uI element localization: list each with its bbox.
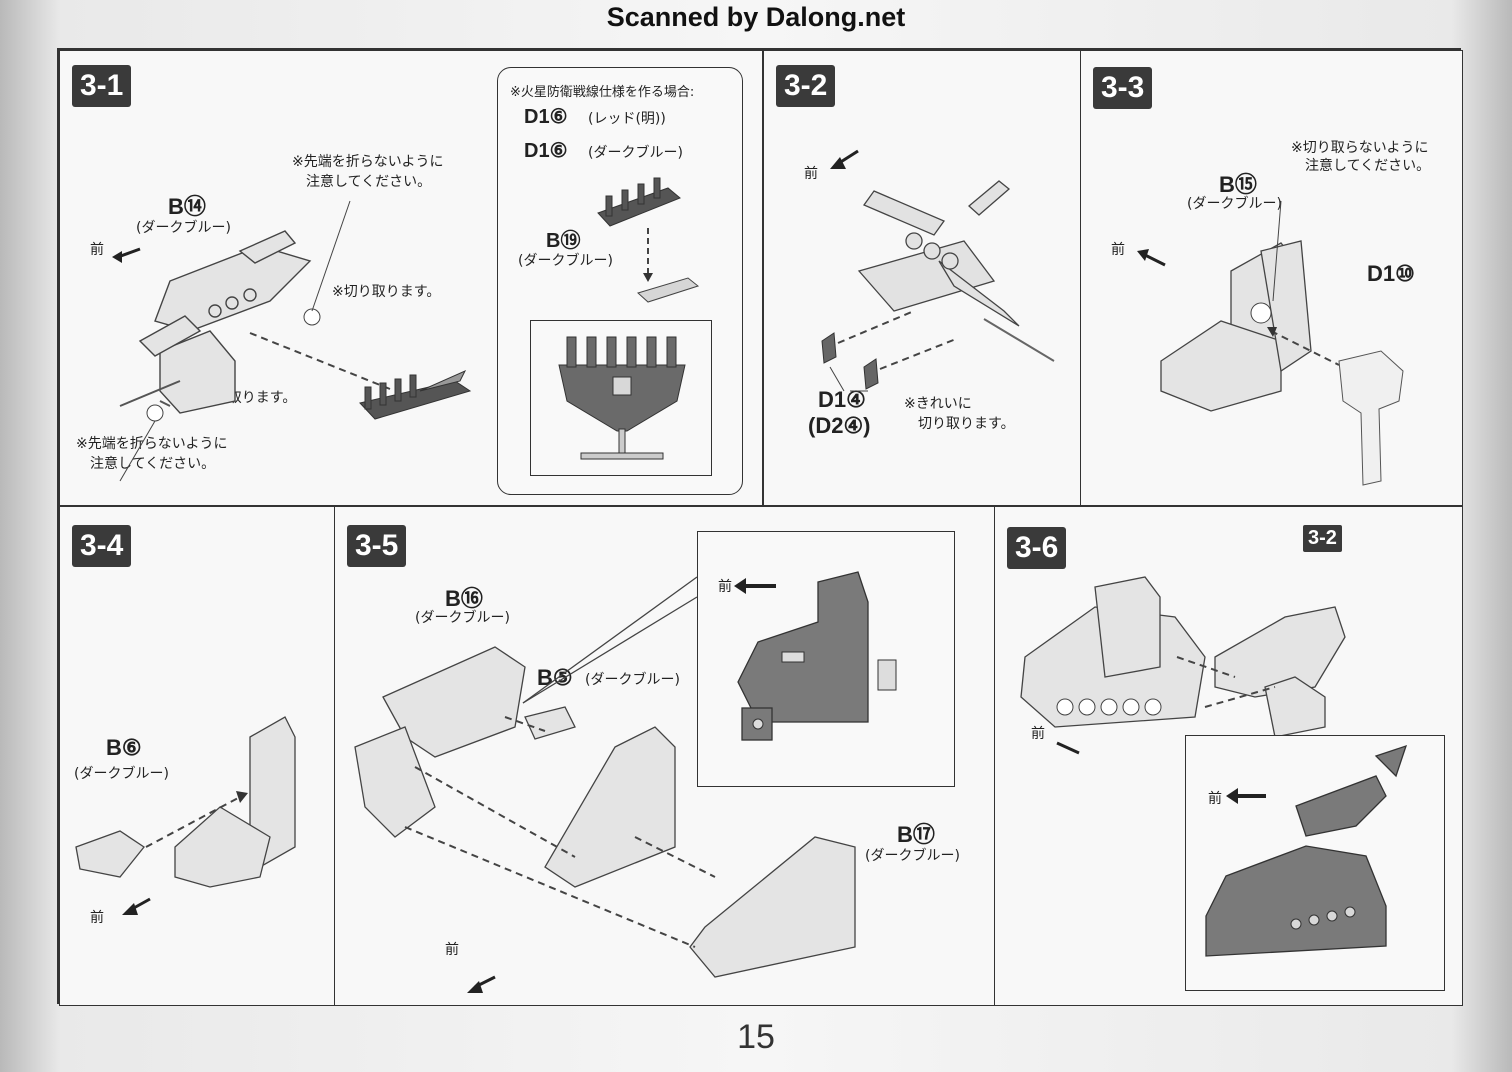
panel-step-3-6: 3-6 3-2 前 前 <box>994 506 1463 1006</box>
step-3-3-illustration <box>1137 200 1404 486</box>
front-label-inset: 前 <box>1208 791 1222 807</box>
note-tip-bottom-1: ※先端を折らないように <box>76 436 228 452</box>
note-tip-top-2: 注意してください。 <box>306 174 432 190</box>
instruction-sheet: 3-1 B⑭ (ダークブルー) 前 ※先端を折らないように 注意してください。 … <box>57 48 1463 1006</box>
panel-step-3-4: 3-4 B⑥ (ダークブルー) 前 <box>59 506 335 1006</box>
panel-step-3-3: 3-3 ※切り取らないように 注意してください。 B⑮ (ダークブルー) 前 D… <box>1080 50 1463 506</box>
front-label: 前 <box>90 242 104 258</box>
front-label: 前 <box>90 910 104 926</box>
color-label: (ダークブルー) <box>1187 196 1282 212</box>
part-label-b15: B⑮ <box>1219 172 1257 197</box>
front-label: 前 <box>804 166 818 182</box>
callout-illustration <box>597 177 700 303</box>
color-label: (ダークブルー) <box>136 220 231 236</box>
color-label-b19: (ダークブルー) <box>518 253 613 269</box>
step-3-5-detail-inset: 前 <box>697 531 955 787</box>
front-label-inset: 前 <box>718 579 732 595</box>
part-label-b17: B⑰ <box>897 822 935 847</box>
front-label: 前 <box>1031 726 1045 742</box>
step-label: 3-1 <box>72 65 132 107</box>
step-3-2-illustration <box>821 149 1055 392</box>
note-no-cut-1: ※切り取らないように <box>1291 140 1429 156</box>
color-label-red: (レッド(明)) <box>588 111 666 127</box>
color-label: (ダークブルー) <box>74 766 169 782</box>
part-label-b14: B⑭ <box>168 194 206 219</box>
part-label-d16-blue: D1⑥ <box>524 140 568 162</box>
callout-title: ※火星防衛戦線仕様を作る場合: <box>510 85 695 100</box>
callout-detail-inset <box>530 320 712 476</box>
detail-assembly-illustration <box>734 571 897 741</box>
note-no-cut-2: 注意してください。 <box>1305 158 1431 174</box>
step-label: 3-5 <box>347 525 407 567</box>
note-clean-cut-2: 切り取ります。 <box>918 416 1015 432</box>
part-label-b5: B⑤ <box>537 665 573 690</box>
callout-mars-defense-variant: ※火星防衛戦線仕様を作る場合: D1⑥ (レッド(明)) D1⑥ (ダークブルー… <box>497 67 743 495</box>
step-3-1-illustration <box>112 200 472 482</box>
front-label: 前 <box>1111 242 1125 258</box>
panel-step-3-2: 3-2 前 D1④ (D2④) ※きれいに 切り取ります。 <box>763 50 1081 506</box>
step-3-6-detail-inset: 前 <box>1185 735 1445 991</box>
part-label-d110: D1⑩ <box>1367 261 1415 286</box>
step-3-5-illustration <box>354 576 856 993</box>
part-label-b19: B⑲ <box>546 230 581 252</box>
step-3-4-illustration <box>75 716 296 915</box>
color-label-b17: (ダークブルー) <box>865 848 960 864</box>
step-label: 3-4 <box>72 525 132 567</box>
step-3-6-illustration <box>1020 576 1346 755</box>
part-label-b6: B⑥ <box>106 735 142 760</box>
page-number: 15 <box>737 1018 775 1056</box>
panel-step-3-1: 3-1 B⑭ (ダークブルー) 前 ※先端を折らないように 注意してください。 … <box>59 50 763 506</box>
note-tip-top-1: ※先端を折らないように <box>292 154 444 170</box>
part-label-d16-red: D1⑥ <box>524 106 568 128</box>
part-label-d24: (D2④) <box>808 413 871 438</box>
color-label-b16: (ダークブルー) <box>415 610 510 626</box>
note-cut-top: ※切り取ります。 <box>332 284 441 300</box>
step-label: 3-6 <box>1007 527 1067 569</box>
panel-step-3-5: 3-5 B⑯ (ダークブルー) B⑤ (ダークブルー) B⑰ (ダークブルー) … <box>334 506 995 1006</box>
color-label-b5: (ダークブルー) <box>585 672 680 688</box>
part-label-b16: B⑯ <box>445 586 483 611</box>
detail-part-icon <box>558 336 686 460</box>
reference-step-badge: 3-2 <box>1303 525 1342 552</box>
note-tip-bottom-2: 注意してください。 <box>90 456 216 472</box>
step-label: 3-3 <box>1093 67 1153 109</box>
step-label: 3-2 <box>776 65 836 107</box>
completed-turret-illustration <box>1205 744 1408 957</box>
color-label-blue: (ダークブルー) <box>588 145 683 161</box>
scanner-watermark: Scanned by Dalong.net <box>606 2 906 32</box>
note-clean-cut-1: ※きれいに <box>904 396 972 412</box>
front-label: 前 <box>445 942 459 958</box>
